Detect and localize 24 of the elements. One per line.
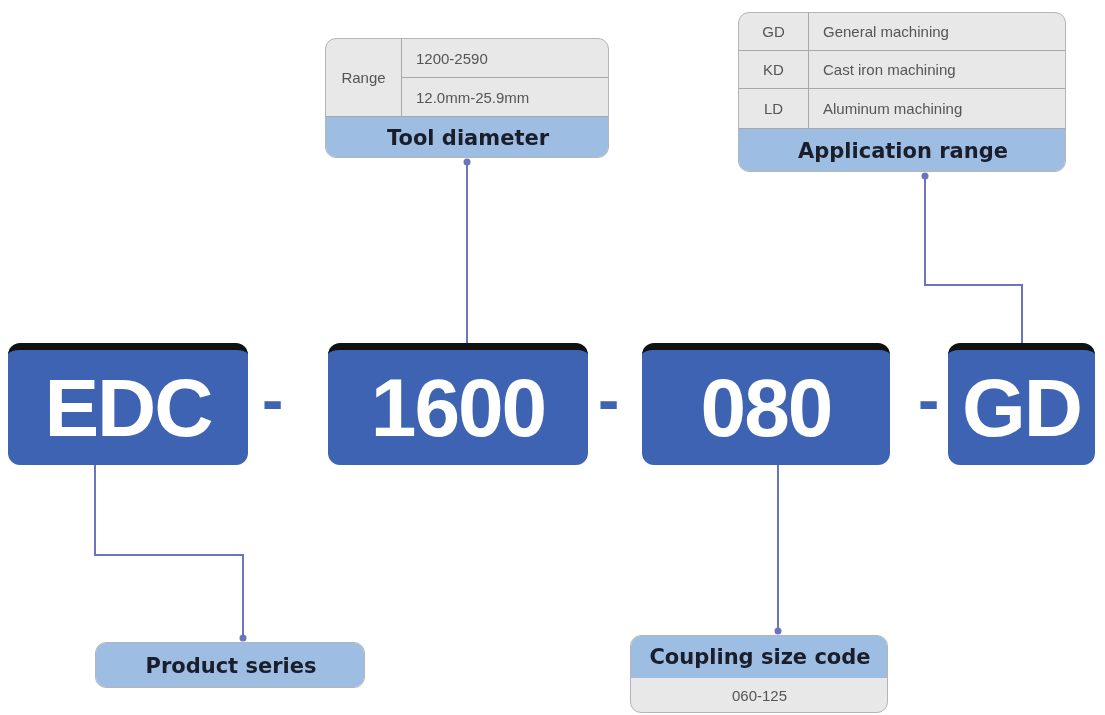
table-cell: Cast iron machining xyxy=(809,51,1065,89)
table-cell: 060-125 xyxy=(631,678,887,712)
code-segment-box: EDC xyxy=(8,343,248,465)
info-card xyxy=(738,12,1066,172)
separator-dash: - xyxy=(918,368,940,432)
heading-band: Application range xyxy=(739,129,1065,171)
table-cell: GD xyxy=(739,13,809,51)
leader-line xyxy=(94,464,247,642)
heading-band: Product series xyxy=(96,643,364,687)
heading-band: Tool diameter xyxy=(326,117,608,157)
leader-line xyxy=(774,464,782,635)
code-segment-box: 080 xyxy=(642,343,890,465)
heading-band: Coupling size code xyxy=(631,636,887,678)
table-cell: KD xyxy=(739,51,809,89)
table-cell: 1200-2590 xyxy=(402,39,608,78)
info-card xyxy=(630,635,888,713)
table-cell: General machining xyxy=(809,13,1065,51)
separator-dash: - xyxy=(262,368,284,432)
code-segment-box: GD xyxy=(948,343,1095,465)
leader-line xyxy=(921,172,1023,344)
code-segment-box: 1600 xyxy=(328,343,588,465)
info-card xyxy=(325,38,609,158)
leader-line xyxy=(463,158,471,344)
separator-dash: - xyxy=(598,368,620,432)
